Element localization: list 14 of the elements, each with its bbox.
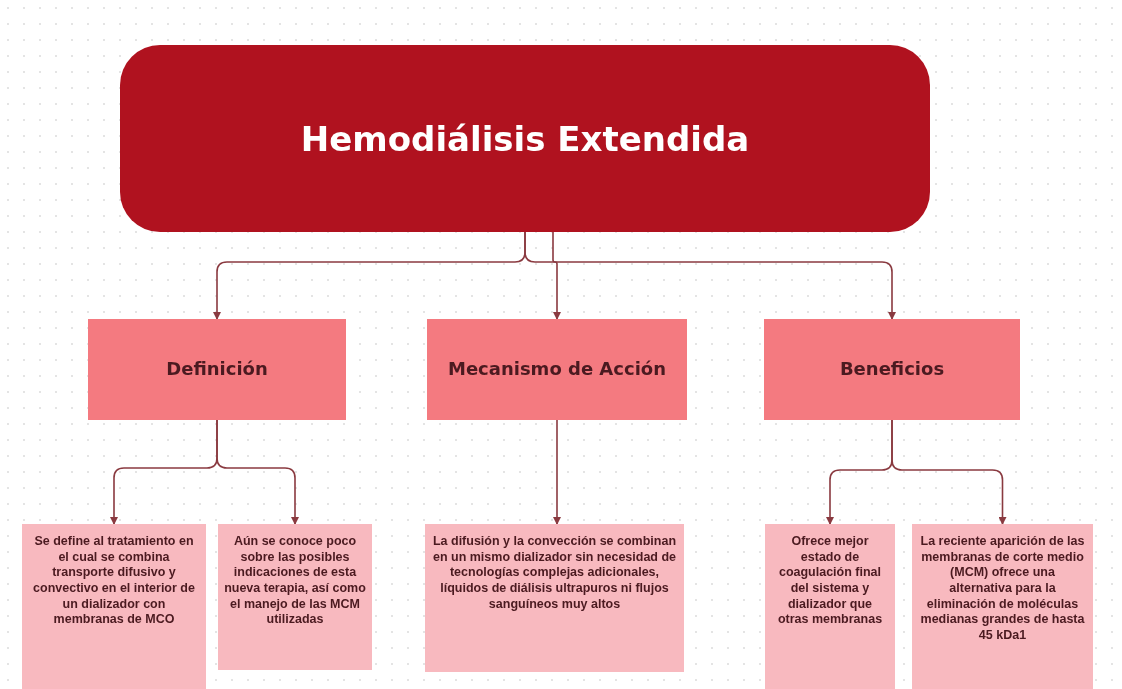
description-box: Ofrece mejor estado de coagulación final del sistema y dializador que otras membranas — [765, 524, 895, 689]
category-box: Mecanismo de Acción — [427, 319, 687, 420]
description-box: La difusión y la convección se combinan en un mismo dializador sin necesidad de tecnologías complejas adicionales, líquidos de diálisis ultrapuros ni flujos sanguíneos muy altos — [425, 524, 684, 672]
description-box: Aún se conoce poco sobre las posibles indicaciones de esta nueva terapia, así como el manejo de las MCM utilizadas — [218, 524, 372, 670]
arrow — [216, 419, 299, 525]
description-box: Se define al tratamiento en el cual se combina transporte difusivo y convectivo en el interior de un dializador con membranas de MCO — [22, 524, 206, 689]
arrow — [891, 419, 1007, 525]
category-box: Beneficios — [764, 319, 1020, 420]
category-box: Definición — [88, 319, 346, 420]
title-box: Hemodiálisis Extendida — [120, 45, 930, 232]
description-box: La reciente aparición de las membranas de corte medio (MCM) ofrece una alternativa para la eliminación de moléculas medianas grandes de hasta 45 kDa1 — [912, 524, 1093, 689]
arrow — [552, 231, 561, 320]
arrow — [524, 231, 896, 320]
arrow — [553, 419, 561, 525]
